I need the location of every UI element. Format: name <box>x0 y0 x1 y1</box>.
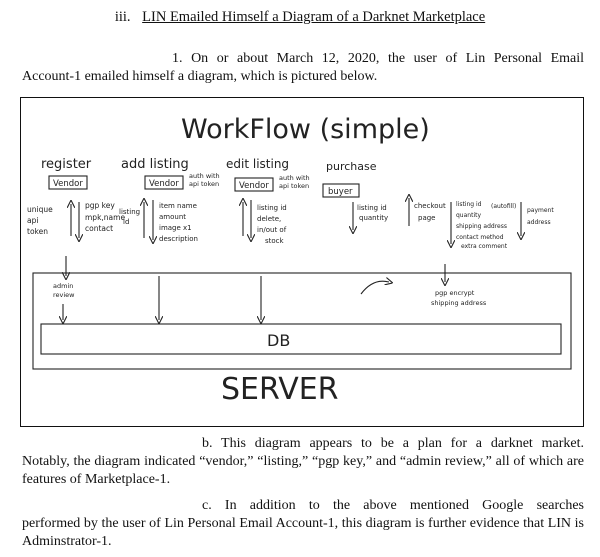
add-listing-right-note-2: amount <box>159 213 186 221</box>
edit-listing-note-1: listing id <box>257 204 287 212</box>
purchase-note-d-1: payment <box>527 207 554 214</box>
edit-listing-note-2: delete, <box>257 215 281 223</box>
paragraph-c-rest: performed by the user of Lin Personal Em… <box>22 516 584 549</box>
vendor-label-add-listing: Vendor <box>149 179 179 189</box>
purchase-note-c-6: extra comment <box>461 243 508 250</box>
purchase-note-a-1: listing id <box>357 204 387 212</box>
heading-edit-listing: edit listing <box>226 157 289 171</box>
add-listing-right-note-1: item name <box>159 202 197 210</box>
vendor-box-edit-listing <box>234 177 274 192</box>
vendor-box-register <box>48 175 88 190</box>
add-listing-left-note-2: id <box>123 218 129 226</box>
register-left-note-2: api <box>27 216 38 225</box>
paragraph-1-rest: Account-1 emailed himself a diagram, whi… <box>22 69 378 84</box>
add-listing-right-note-4: description <box>159 235 198 243</box>
admin-review-note-2: review <box>53 291 75 299</box>
heading-purchase: purchase <box>326 160 377 173</box>
register-right-note-1: pgp key <box>85 201 115 210</box>
curved-arrow <box>360 281 389 295</box>
purchase-note-c-3: quantity <box>456 212 481 219</box>
paragraph-b-first-line: b. This diagram appears to be a plan for… <box>202 436 584 451</box>
section-number: iii. <box>114 9 131 25</box>
vendor-label-register: Vendor <box>53 179 83 189</box>
register-right-note-3: contact <box>85 224 113 233</box>
server-label: SERVER <box>221 372 339 407</box>
db-label: DB <box>267 331 290 350</box>
paragraph-b-rest: Notably, the diagram indicated “vendor,”… <box>22 454 584 487</box>
buyer-label: buyer <box>328 187 353 197</box>
db-box <box>40 323 562 355</box>
admin-review-note-1: admin <box>53 282 73 290</box>
purchase-note-c-5: contact method <box>456 234 504 241</box>
add-listing-left-note-1: listing <box>119 208 140 216</box>
purchase-note-c-2: (autofill) <box>491 203 516 210</box>
diagram-title: WorkFlow (simple) <box>181 114 430 145</box>
section-title: LIN Emailed Himself a Diagram of a Darkn… <box>142 9 486 25</box>
pgp-note-1: pgp encrypt <box>435 289 475 297</box>
edit-listing-note-3: in/out of <box>257 226 287 234</box>
register-right-note-2: mpk,name <box>85 213 125 222</box>
purchase-note-c-4: shipping address <box>456 223 507 230</box>
paragraph-1: 1. On or about March 12, 2020, the user … <box>22 50 584 86</box>
workflow-diagram: WorkFlow (simple) register add listing e… <box>27 114 572 407</box>
purchase-note-b-1: checkout <box>414 202 446 210</box>
vendor-label-edit-listing: Vendor <box>239 181 269 191</box>
server-box <box>32 272 572 370</box>
workflow-diagram-figure: WorkFlow (simple) register add listing e… <box>20 97 584 427</box>
auth-note-add-listing-2: api token <box>189 180 219 188</box>
edit-listing-note-4: stock <box>265 237 285 245</box>
register-left-note-3: token <box>27 227 48 236</box>
auth-note-add-listing-1: auth with <box>189 172 220 180</box>
purchase-note-c-1: listing id <box>456 201 482 208</box>
paragraph-b: b. This diagram appears to be a plan for… <box>22 435 584 489</box>
heading-add-listing: add listing <box>121 157 189 172</box>
paragraph-c-first-line: c. In addition to the above mentioned Go… <box>202 498 584 513</box>
paragraph-c: c. In addition to the above mentioned Go… <box>22 497 584 551</box>
auth-note-edit-listing-2: api token <box>279 182 309 190</box>
vendor-box-add-listing <box>144 175 184 190</box>
purchase-note-d-2: address <box>527 219 551 226</box>
purchase-note-b-2: page <box>418 214 435 222</box>
register-left-note-1: unique <box>27 205 53 214</box>
heading-register: register <box>41 157 92 172</box>
purchase-note-a-2: quantity <box>359 214 388 222</box>
section-heading: iii. LIN Emailed Himself a Diagram of a … <box>0 9 600 26</box>
buyer-box <box>322 183 360 198</box>
auth-note-edit-listing-1: auth with <box>279 174 310 182</box>
add-listing-right-note-3: image x1 <box>159 224 192 232</box>
paragraph-1-first-line: 1. On or about March 12, 2020, the user … <box>172 51 584 66</box>
pgp-note-2: shipping address <box>431 299 487 307</box>
